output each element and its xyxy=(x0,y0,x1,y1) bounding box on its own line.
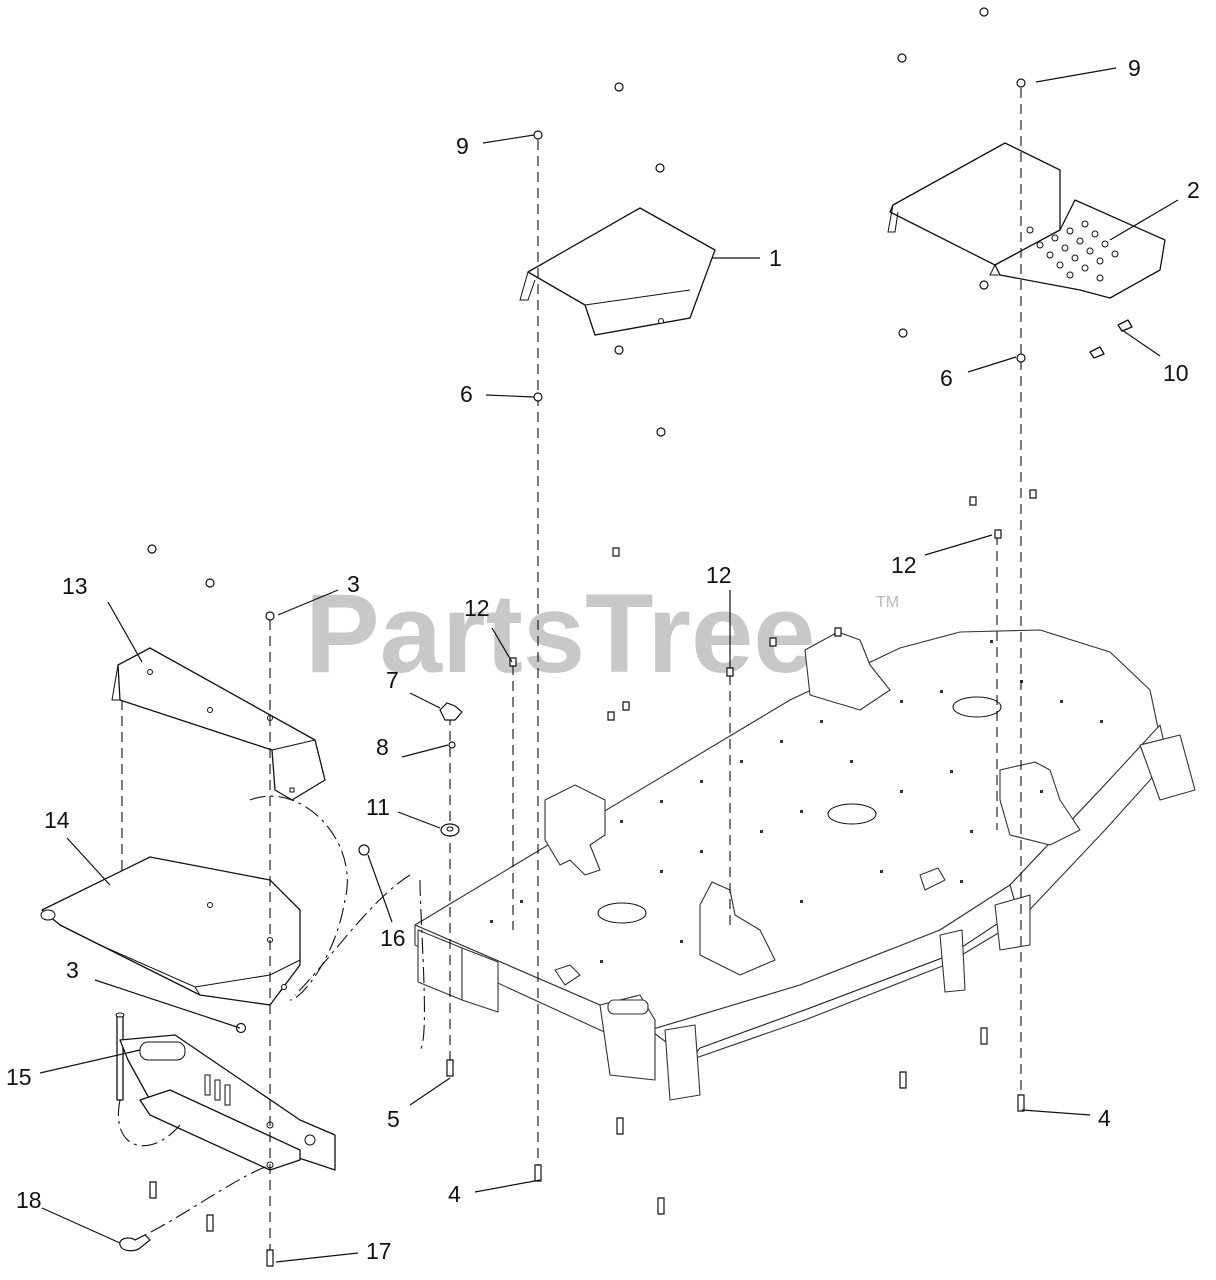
hardware xyxy=(119,7,1037,1267)
callout-4: 4 xyxy=(1098,1105,1111,1131)
leader-lines xyxy=(39,67,1179,1263)
mower-deck xyxy=(414,629,1196,1101)
watermark-brand: PartsTree xyxy=(305,571,816,696)
callout-4: 4 xyxy=(448,1181,461,1207)
part-15-mount-bracket xyxy=(115,1012,336,1171)
callout-3: 3 xyxy=(66,957,79,983)
part-18-hairpin xyxy=(119,1234,151,1252)
callout-2: 2 xyxy=(1187,177,1200,203)
part-2-right-shield xyxy=(887,142,1166,299)
callout-1: 1 xyxy=(769,245,782,271)
callout-6: 6 xyxy=(460,381,473,407)
callout-12: 12 xyxy=(464,595,490,621)
part-10-clips xyxy=(1089,319,1133,359)
callout-16: 16 xyxy=(380,925,406,951)
callout-5: 5 xyxy=(387,1106,400,1132)
callout-12: 12 xyxy=(706,562,732,588)
part-14-discharge-chute xyxy=(40,856,301,1006)
callout-7: 7 xyxy=(386,667,399,693)
assembly-lines xyxy=(117,88,1022,1255)
callout-8: 8 xyxy=(376,734,389,760)
callout-17: 17 xyxy=(366,1238,392,1264)
callout-12: 12 xyxy=(891,552,917,578)
callout-15: 15 xyxy=(6,1064,32,1090)
callout-18: 18 xyxy=(16,1187,42,1213)
callout-14: 14 xyxy=(44,807,70,833)
callout-13: 13 xyxy=(62,573,88,599)
deck-hole-pattern xyxy=(490,640,1103,963)
callout-labels: 1 2 3 3 4 4 5 6 6 7 8 11 9 9 10 12 12 12… xyxy=(6,55,1200,1264)
callout-10: 10 xyxy=(1163,360,1189,386)
watermark-trademark: TM xyxy=(876,594,899,611)
step-plate-perforations xyxy=(1026,220,1119,282)
callout-3: 3 xyxy=(347,571,360,597)
callout-6: 6 xyxy=(940,365,953,391)
carriage-bolts xyxy=(509,489,1037,721)
flange-nuts xyxy=(147,7,1026,1034)
part-13-upper-bracket xyxy=(111,647,326,801)
part-7-knob xyxy=(439,702,463,721)
callout-11: 11 xyxy=(366,794,390,820)
hex-bolts xyxy=(149,1027,1025,1267)
part-16-pin xyxy=(358,844,370,856)
part-1-center-shield xyxy=(519,207,716,336)
callout-9: 9 xyxy=(1128,55,1141,81)
callout-9: 9 xyxy=(456,133,469,159)
part-8-nut xyxy=(448,741,456,749)
